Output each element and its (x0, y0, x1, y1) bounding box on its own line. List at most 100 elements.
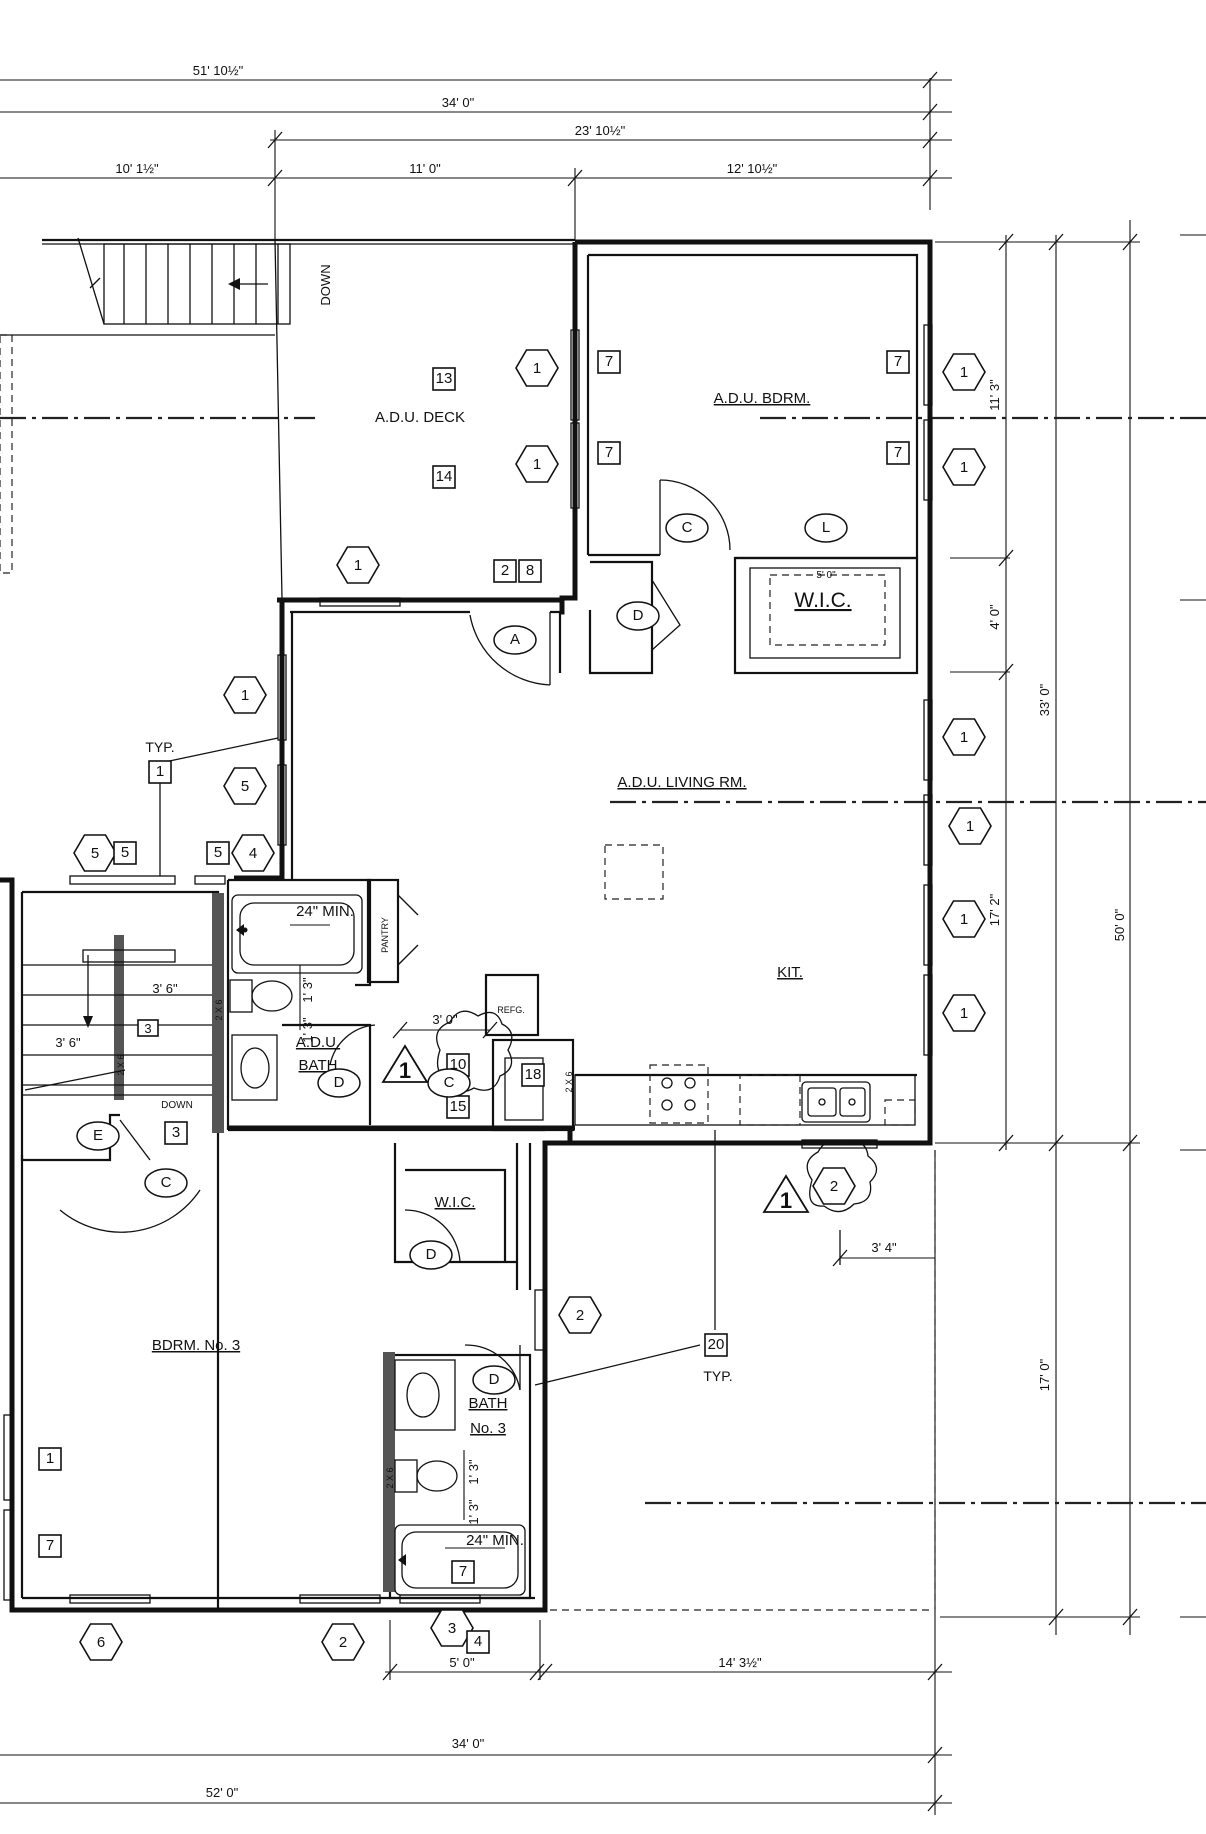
room-label-adu-bath-1: A.D.U. (296, 1034, 340, 1051)
dim-top-34: 34' 0" (442, 95, 475, 110)
hex-tag-label: 5 (241, 778, 249, 795)
box-tag-label: 7 (459, 1563, 467, 1580)
box-tag (38, 1447, 62, 1471)
dim-top-10: 10' 1½" (115, 161, 159, 176)
hex-tag-label: 6 (97, 1634, 105, 1651)
hex-tag-label: 1 (960, 364, 968, 381)
stair-down-lower-label: DOWN (161, 1100, 193, 1111)
box-tag-label: 3 (172, 1124, 180, 1141)
hex-tag (558, 1296, 602, 1334)
hex-tag-label: 1 (533, 360, 541, 377)
hex-tag-label: 1 (960, 729, 968, 746)
box-tag (886, 441, 910, 465)
oval-tag-label: C (444, 1074, 455, 1091)
min-upper-label: 24" MIN. (296, 903, 354, 920)
dim-bottom-34: 34' 0" (452, 1736, 485, 1751)
room-label-bath3-2: No. 3 (470, 1420, 506, 1437)
oval-tag (493, 625, 537, 655)
room-label-wic-lower: W.I.C. (435, 1194, 476, 1211)
stair-down-upper-label: DOWN (318, 264, 333, 305)
box-tag-label: 7 (894, 444, 902, 461)
room-label-kit: KIT. (777, 964, 803, 981)
hex-tag (79, 1623, 123, 1661)
box-tag (521, 1063, 545, 1087)
center-lines (0, 334, 1206, 1611)
oval-tag-label: D (633, 607, 644, 624)
hex-tag-label: 2 (830, 1178, 838, 1195)
box-tag (466, 1630, 490, 1654)
dim-top-11: 11' 0" (409, 161, 441, 176)
oval-tag-label: E (93, 1127, 103, 1144)
oval-tag-label: C (161, 1174, 172, 1191)
oval-tag-label: D (489, 1371, 500, 1388)
walls (0, 239, 933, 1613)
box-tag (704, 1333, 728, 1357)
two-by-six-b: 2 X 6 (116, 1054, 126, 1075)
dim-refg-3-0: 3' 0" (432, 1012, 458, 1027)
dim-top-23: 23' 10½" (575, 123, 626, 138)
dim-top-12: 12' 10½" (727, 161, 778, 176)
hex-tag (223, 676, 267, 714)
hex-tag (515, 349, 559, 387)
hex-tag-label: 1 (533, 456, 541, 473)
interior-dimensions: 3' 6" 3' 6" 3 1' 3" 1' 3" 1' 3" 1' 3" 3'… (55, 977, 897, 1525)
box-tag (206, 841, 230, 865)
oval-tag (409, 1240, 453, 1270)
box-tag-label: 15 (450, 1098, 467, 1115)
hex-tag-label: 1 (960, 911, 968, 928)
box-tag-label: 4 (474, 1633, 482, 1650)
box-tag-label: 5 (214, 844, 222, 861)
dim-right-17-0: 17' 0" (1037, 1358, 1052, 1391)
box-tag (432, 367, 456, 391)
hex-tag-label: 5 (91, 845, 99, 862)
box-tag (597, 350, 621, 374)
oval-tag-label: D (334, 1074, 345, 1091)
min-lower-label: 24" MIN. (466, 1532, 524, 1549)
two-by-six-d: 2 X 6 (385, 1467, 395, 1488)
wic-upper-dim: 5' 0" (816, 570, 836, 581)
hex-tag-label: 1 (966, 818, 974, 835)
oval-tag (804, 513, 848, 543)
hex-tag-label: 3 (448, 1620, 456, 1637)
dim-right-11-3: 11' 3" (987, 379, 1002, 411)
box-tag (451, 1560, 475, 1584)
oval-tag-label: D (426, 1246, 437, 1263)
oval-tag (427, 1068, 471, 1098)
box-tag (518, 559, 542, 583)
exterior-stair: DOWN (42, 237, 575, 325)
box-tag (148, 760, 172, 784)
stair-step-label: 3 (144, 1021, 151, 1036)
room-label-adu-deck: A.D.U. DECK (375, 409, 465, 426)
hex-tag (515, 445, 559, 483)
dim-right-50-0: 50' 0" (1112, 908, 1127, 941)
box-tag-label: 8 (526, 562, 534, 579)
hex-tag-label: 2 (339, 1634, 347, 1651)
dim-stair-3-6-a: 3' 6" (152, 981, 178, 996)
room-label-adu-bath-2: BATH (299, 1057, 338, 1074)
typ-upper-label: TYP. (145, 739, 174, 755)
box-tag (164, 1121, 188, 1145)
two-by-six-a: 2 X 6 (214, 999, 224, 1020)
dim-right-33-0: 33' 0" (1037, 683, 1052, 716)
box-tag (493, 559, 517, 583)
revision-triangle-tag (381, 1044, 429, 1083)
box-tag-label: 7 (46, 1537, 54, 1554)
hex-tag (942, 448, 986, 486)
dim-right-4-0: 4' 0" (987, 604, 1002, 630)
hex-tag (948, 807, 992, 845)
box-tag (597, 441, 621, 465)
hex-tag (231, 834, 275, 872)
room-label-bath3-1: BATH (469, 1395, 508, 1412)
box-tag (113, 841, 137, 865)
hex-tag (812, 1167, 856, 1205)
box-tag (886, 350, 910, 374)
dim-bath-1-3-c: 1' 3" (466, 1459, 481, 1485)
dim-bottom-14: 14' 3½" (718, 1655, 762, 1670)
oval-tag (144, 1168, 188, 1198)
oval-tag-label: C (682, 519, 693, 536)
dim-top-overall: 51' 10½" (193, 63, 244, 78)
hex-tag (336, 546, 380, 584)
box-tag-label: 7 (605, 353, 613, 370)
room-label-adu-living: A.D.U. LIVING RM. (617, 774, 746, 791)
